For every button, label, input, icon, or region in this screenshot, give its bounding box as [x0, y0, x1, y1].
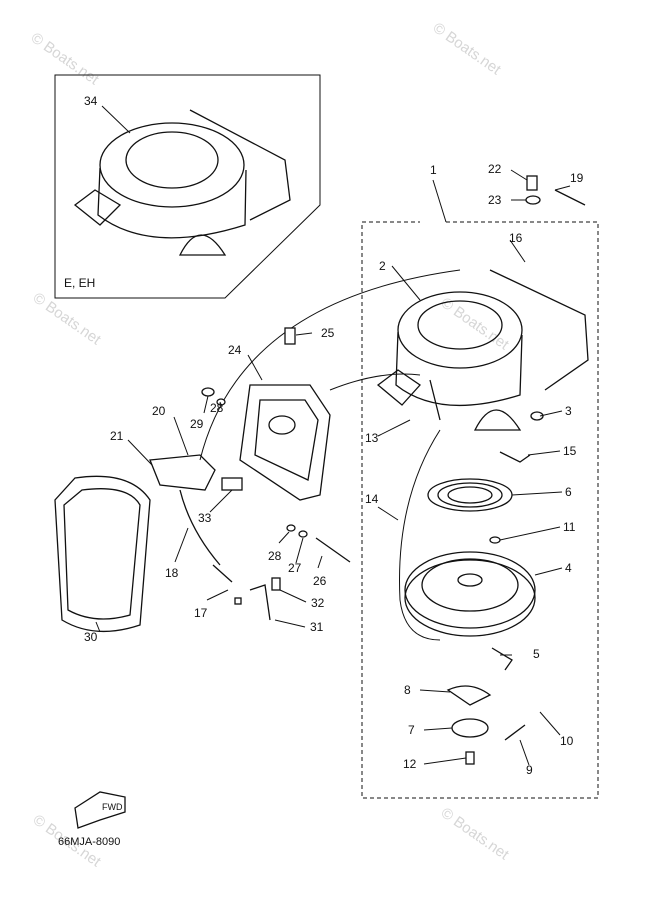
callout-28-lower: 28	[268, 549, 282, 563]
callout-6: 6	[565, 485, 572, 499]
callout-25: 25	[321, 326, 335, 340]
callout-10: 10	[560, 734, 574, 748]
callout-19: 19	[570, 171, 584, 185]
callout-33: 33	[198, 511, 212, 525]
callout-1: 1	[430, 163, 437, 177]
callout-27: 27	[288, 561, 302, 575]
watermark-text: © Boats.net	[438, 294, 513, 353]
callout-11: 11	[563, 520, 576, 534]
callout-2: 2	[379, 259, 386, 273]
recoil-spring	[427, 478, 513, 512]
callout-7: 7	[408, 723, 415, 737]
watermarks: © Boats.net © Boats.net © Boats.net © Bo…	[28, 19, 513, 870]
callout-24: 24	[228, 343, 242, 357]
callout-30: 30	[84, 630, 98, 644]
callout-12: 12	[403, 757, 417, 771]
callout-20: 20	[152, 404, 166, 418]
callout-14: 14	[365, 492, 379, 506]
watermark-text: © Boats.net	[438, 804, 513, 863]
callout-8: 8	[404, 683, 411, 697]
inset-panel: E, EH	[54, 74, 321, 299]
callout-31: 31	[310, 620, 324, 634]
sheave-drum	[404, 551, 536, 637]
callout-28-upper: 28	[210, 401, 224, 415]
fwd-arrow-icon: FWD	[74, 791, 126, 829]
fwd-label: FWD	[102, 802, 123, 812]
inset-label: E, EH	[64, 276, 95, 290]
bracket	[239, 384, 331, 501]
callout-29: 29	[190, 417, 204, 431]
watermark-text: © Boats.net	[430, 19, 505, 78]
callout-9: 9	[526, 763, 533, 777]
callout-15: 15	[563, 444, 577, 458]
callout-3: 3	[565, 404, 572, 418]
callout-4: 4	[565, 561, 572, 575]
callout-13: 13	[365, 431, 379, 445]
callout-26: 26	[313, 574, 327, 588]
callout-17: 17	[194, 606, 208, 620]
leader-lines	[95, 105, 571, 766]
watermark-text: © Boats.net	[28, 29, 103, 88]
cable-guide	[149, 454, 221, 566]
callout-22: 22	[488, 162, 502, 176]
callouts: 34 1 2 3 4 5 6 7 8 9 10 11 12 13 14 15 1…	[84, 94, 584, 777]
callout-21: 21	[110, 429, 124, 443]
assembly-box	[361, 179, 599, 799]
small-parts	[201, 175, 586, 765]
diagram-code: 66MJA-8090	[58, 836, 120, 848]
callout-32: 32	[311, 596, 325, 610]
callout-34: 34	[84, 94, 98, 108]
starter-case	[376, 269, 589, 431]
starter-handle	[54, 475, 151, 633]
callout-23: 23	[488, 193, 502, 207]
callout-18: 18	[165, 566, 179, 580]
callout-16: 16	[509, 231, 523, 245]
callout-5: 5	[533, 647, 540, 661]
